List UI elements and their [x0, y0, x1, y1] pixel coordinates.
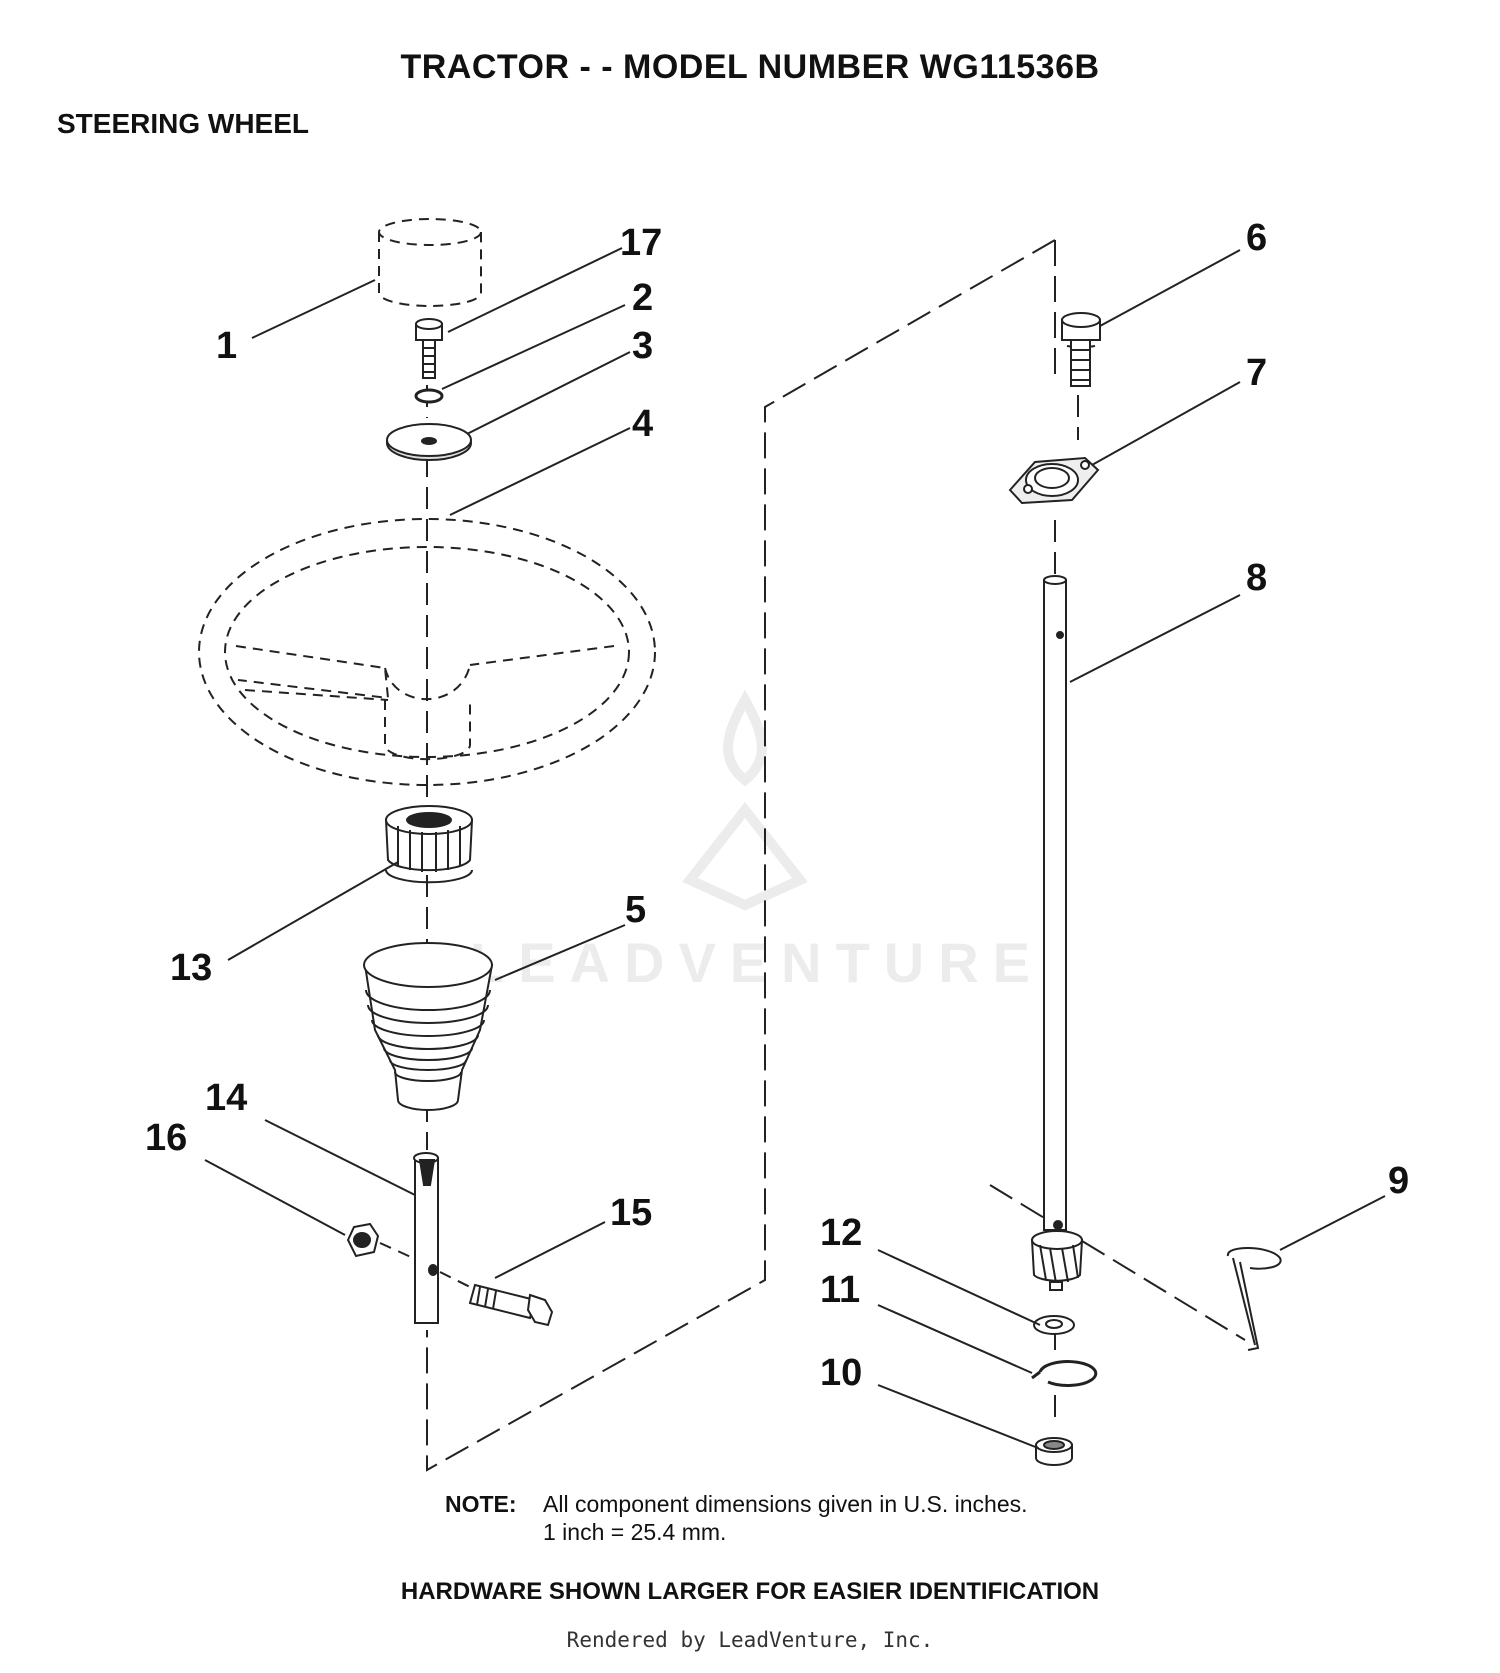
- leader-lines: [204, 247, 1386, 1449]
- watermark: LEADVENTURE: [470, 931, 1045, 994]
- nut-part-16: [346, 1222, 380, 1258]
- adapter-part-13: [384, 805, 474, 884]
- callout-6: 6: [1246, 217, 1267, 259]
- flange-bearing-part-7: [1008, 456, 1100, 505]
- callout-10: 10: [820, 1352, 862, 1394]
- dimensions-note: NOTE: All component dimensions given in U…: [445, 1490, 1028, 1546]
- cap-part-1: [378, 218, 482, 307]
- callout-17: 17: [620, 222, 662, 264]
- callout-11: 11: [820, 1269, 860, 1311]
- bolt-axis-15-16: [379, 1242, 473, 1289]
- page-title: TRACTOR - - MODEL NUMBER WG11536B: [400, 48, 1100, 86]
- steering-wheel-part-4: [198, 518, 656, 786]
- pinion-gear: [1030, 1230, 1084, 1291]
- callout-3: 3: [632, 325, 653, 367]
- steering-shaft-part-8: [1043, 575, 1067, 1231]
- flat-washer-part-3: [386, 423, 472, 461]
- callout-9: 9: [1388, 1160, 1409, 1202]
- callout-1: 1: [216, 325, 237, 367]
- section-title: STEERING WHEEL: [57, 108, 310, 139]
- callout-16: 16: [145, 1117, 187, 1159]
- assembly-boundary: [426, 239, 1246, 1472]
- boot-part-5: [363, 942, 494, 1111]
- rendered-by: Rendered by LeadVenture, Inc.: [566, 1628, 934, 1652]
- callout-7: 7: [1246, 352, 1267, 394]
- note-line-2: 1 inch = 25.4 mm.: [543, 1519, 727, 1545]
- retaining-ring-part-11: [1031, 1360, 1098, 1388]
- bolt-part-17: [415, 318, 443, 379]
- callout-13: 13: [170, 947, 212, 989]
- lock-washer-part-2: [414, 388, 444, 404]
- callout-4: 4: [632, 403, 653, 445]
- bolt-part-6: [1061, 312, 1101, 387]
- shaft-part-14: [413, 1152, 439, 1324]
- callout-15: 15: [610, 1192, 652, 1234]
- callout-2: 2: [632, 277, 653, 319]
- callout-8: 8: [1246, 557, 1267, 599]
- callout-12: 12: [820, 1212, 862, 1254]
- hardware-note: HARDWARE SHOWN LARGER FOR EASIER IDENTIF…: [400, 1578, 1100, 1605]
- cotter-pin-part-9: [1227, 1247, 1282, 1351]
- note-label: NOTE:: [445, 1491, 517, 1517]
- washer-part-12: [1033, 1315, 1075, 1335]
- bushing-part-10: [1035, 1437, 1073, 1466]
- callout-5: 5: [625, 889, 646, 931]
- note-line-1: All component dimensions given in U.S. i…: [543, 1491, 1028, 1517]
- callout-14: 14: [205, 1077, 247, 1119]
- bolt-part-15: [468, 1283, 554, 1327]
- watermark-logo-icon: [682, 689, 808, 911]
